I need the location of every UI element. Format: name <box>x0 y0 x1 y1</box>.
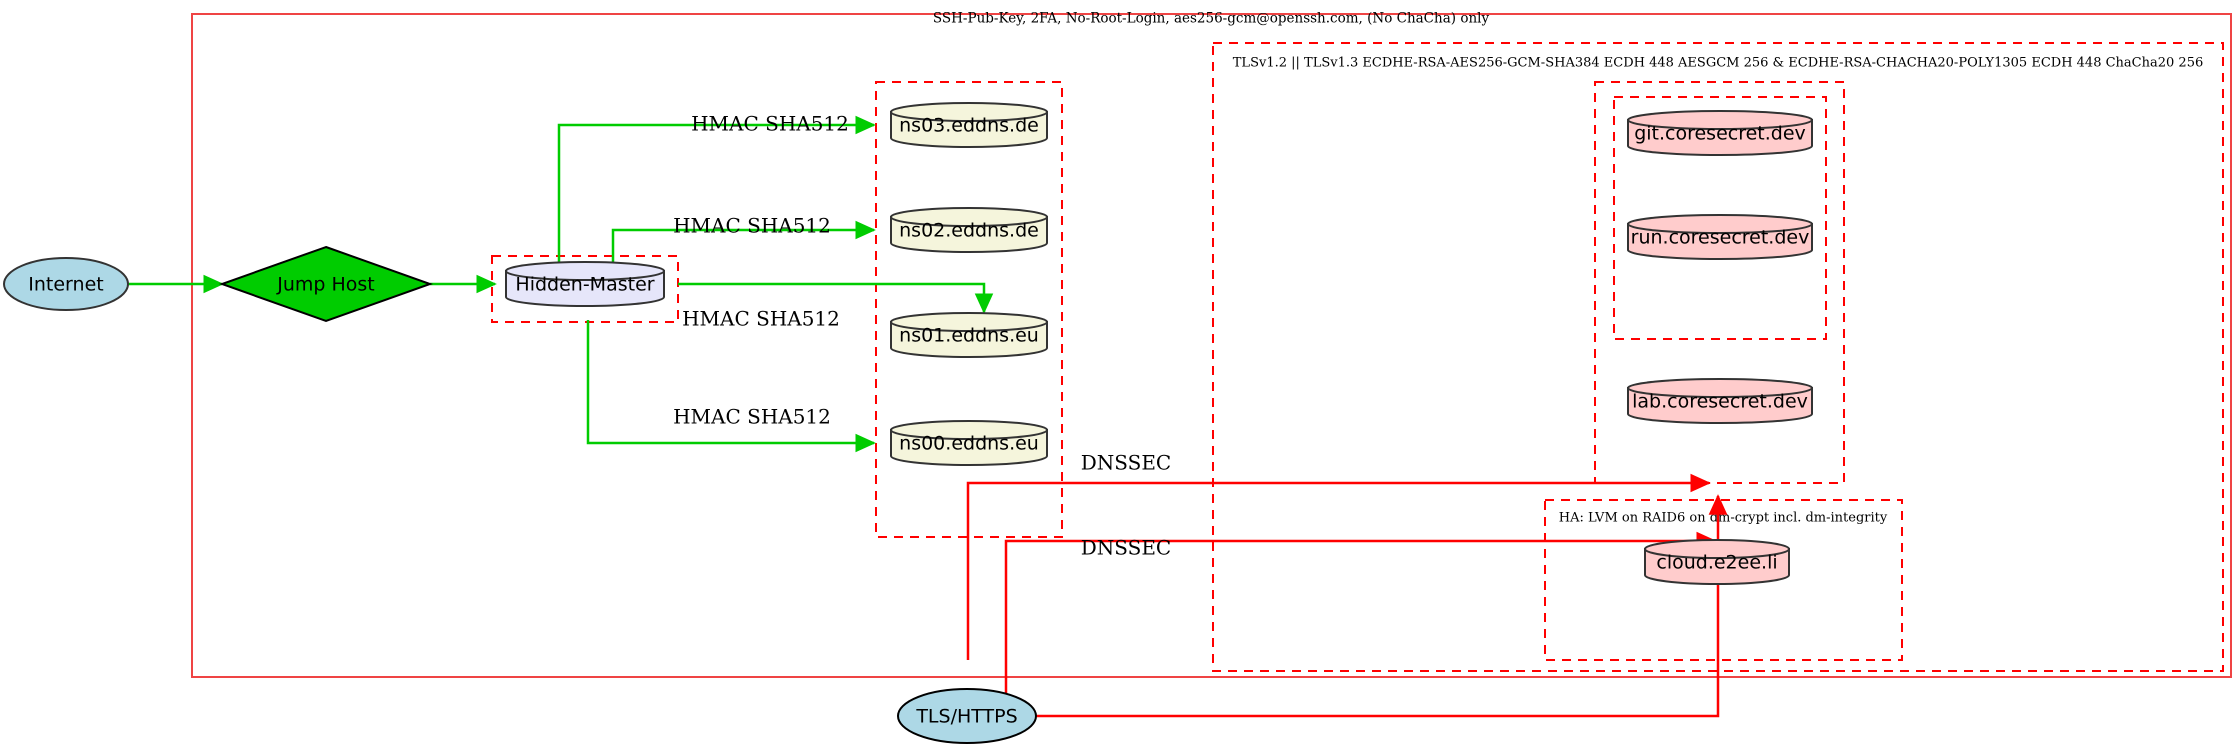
node-git-coresecret[interactable]: git.coresecret.dev <box>1627 110 1813 156</box>
node-jump-host[interactable]: Jump Host <box>219 245 433 323</box>
node-jump-host-shape[interactable] <box>219 245 433 323</box>
node-hidden-master[interactable]: Hidden-Master <box>505 261 665 307</box>
node-cloud-e2ee-top <box>1644 539 1790 559</box>
node-ns01-label: ns01.eddns.eu <box>899 325 1039 347</box>
node-jump-host-label: Jump Host <box>276 274 375 296</box>
cluster-gitrun <box>1613 96 1827 340</box>
edge-hidden-master-to-ns02 <box>611 220 876 262</box>
node-ns02[interactable]: ns02.eddns.de <box>890 207 1048 253</box>
edge-label-hmac-ns01: HMAC SHA512 <box>682 307 840 331</box>
node-ns01-top <box>890 312 1048 332</box>
node-cloud-e2ee-label: cloud.e2ee.li <box>1656 552 1777 574</box>
node-ns03-label: ns03.eddns.de <box>899 115 1039 137</box>
edge-tls-https-to-ha <box>1035 494 1728 718</box>
cluster-ha-label: HA: LVM on RAID6 on dm-crypt incl. dm-in… <box>1559 511 1888 526</box>
node-cloud-e2ee[interactable]: cloud.e2ee.li <box>1644 539 1790 585</box>
node-internet-label: Internet <box>28 274 103 296</box>
cluster-coresecret-border <box>1594 81 1845 484</box>
cluster-ssh-label: SSH-Pub-Key, 2FA, No-Root-Login, aes256-… <box>933 11 1490 27</box>
edge-hidden-master-to-ns03 <box>557 115 876 262</box>
node-hidden-master-label: Hidden-Master <box>515 274 654 296</box>
node-ns02-label: ns02.eddns.de <box>899 220 1039 242</box>
node-ns01[interactable]: ns01.eddns.eu <box>890 312 1048 358</box>
node-git-coresecret-top <box>1627 110 1813 130</box>
edge-dnssec-lower <box>1004 531 1717 716</box>
node-lab-coresecret[interactable]: lab.coresecret.dev <box>1627 378 1813 424</box>
cluster-tls-border <box>1212 42 2224 672</box>
edge-label-dnssec-upper: DNSSEC <box>1081 451 1172 475</box>
node-tls-https-label: TLS/HTTPS <box>915 706 1017 728</box>
node-ns00-label: ns00.eddns.eu <box>899 433 1039 455</box>
cluster-nameservers <box>875 81 1063 538</box>
cluster-coresecret <box>1594 81 1845 484</box>
edge-hidden-master-to-ns01 <box>678 282 994 314</box>
node-ns03[interactable]: ns03.eddns.de <box>890 102 1048 148</box>
node-ns02-top <box>890 207 1048 227</box>
node-run-coresecret-top <box>1627 214 1813 234</box>
node-tls-https-shape[interactable] <box>897 688 1037 744</box>
edge-dnssec-upper <box>966 473 1711 660</box>
edge-label-dnssec-lower: DNSSEC <box>1081 536 1172 560</box>
node-ns00-top <box>890 420 1048 440</box>
node-run-coresecret[interactable]: run.coresecret.dev <box>1627 214 1813 260</box>
node-internet[interactable]: Internet <box>3 257 129 311</box>
edge-label-hmac-ns03: HMAC SHA512 <box>691 112 849 136</box>
node-tls-https[interactable]: TLS/HTTPS <box>897 688 1037 744</box>
node-lab-coresecret-label: lab.coresecret.dev <box>1632 391 1808 413</box>
cluster-tls: TLSv1.2 || TLSv1.3 ECDHE-RSA-AES256-GCM-… <box>1212 42 2224 672</box>
node-hidden-master-top <box>505 261 665 281</box>
cluster-nameservers-border <box>875 81 1063 538</box>
cluster-ssh: SSH-Pub-Key, 2FA, No-Root-Login, aes256-… <box>191 11 2232 678</box>
edge-label-hmac-ns00: HMAC SHA512 <box>673 405 831 429</box>
node-ns00[interactable]: ns00.eddns.eu <box>890 420 1048 466</box>
edge-label-hmac-ns02: HMAC SHA512 <box>673 214 831 238</box>
cluster-gitrun-border <box>1613 96 1827 340</box>
cluster-ssh-border <box>191 13 2232 678</box>
edge-hidden-master-to-ns00 <box>586 320 876 453</box>
node-internet-shape[interactable] <box>3 257 129 311</box>
cluster-tls-label: TLSv1.2 || TLSv1.3 ECDHE-RSA-AES256-GCM-… <box>1233 56 2203 71</box>
node-lab-coresecret-top <box>1627 378 1813 398</box>
node-ns03-top <box>890 102 1048 122</box>
node-run-coresecret-label: run.coresecret.dev <box>1631 227 1810 249</box>
node-git-coresecret-label: git.coresecret.dev <box>1634 123 1806 145</box>
